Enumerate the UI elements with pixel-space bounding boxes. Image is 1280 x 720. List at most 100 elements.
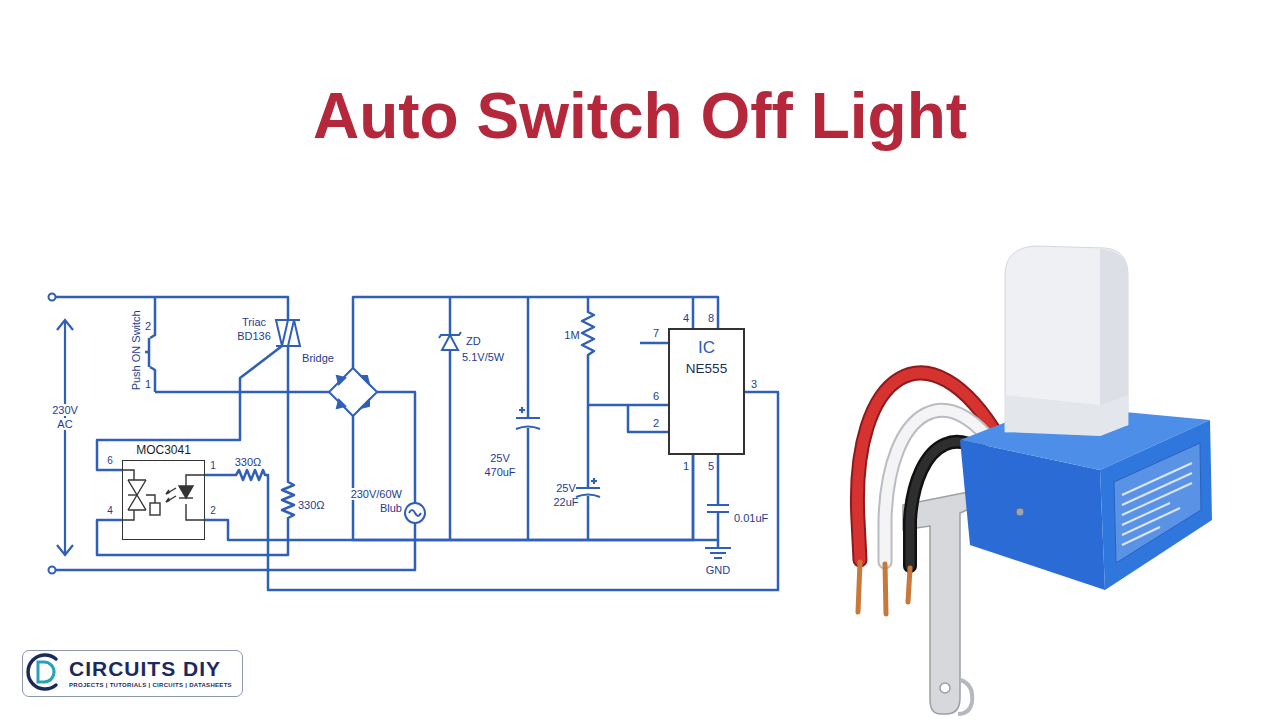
- page-title: Auto Switch Off Light: [0, 80, 1280, 154]
- pin-number: 2: [145, 320, 151, 333]
- zener-symbol: [442, 335, 458, 350]
- optocoupler-symbol: [166, 488, 176, 502]
- terminal-symbol: [49, 567, 56, 574]
- logo-icon: [28, 655, 56, 689]
- pin-number: 1: [210, 460, 216, 472]
- pin-number: 5: [708, 460, 714, 473]
- box-text: NE555: [686, 361, 727, 377]
- logo-icon: [28, 655, 56, 689]
- ground-label: GND: [706, 564, 730, 577]
- circuit-wire: [155, 391, 329, 394]
- capacitor-symbol: [519, 407, 525, 413]
- pin-number: 1: [683, 460, 689, 473]
- component-value: 330Ω: [235, 456, 262, 469]
- cable: [885, 564, 886, 614]
- product-sticker: [1114, 443, 1201, 563]
- bulb-symbol: [405, 503, 425, 523]
- sensor-dome: [1005, 395, 1128, 436]
- pin-number: 7: [653, 327, 659, 340]
- circuit-wire: [97, 346, 282, 470]
- bridge-rectifier-symbol: [329, 368, 377, 416]
- component-value: 330Ω: [298, 499, 325, 512]
- circuit-wire: [717, 455, 720, 540]
- zener-symbol: [439, 332, 461, 350]
- circuit-wire: [56, 297, 778, 590]
- bracket-hole: [940, 683, 950, 693]
- capacitor-symbol: [707, 505, 729, 512]
- component-value: 25V: [556, 482, 576, 495]
- bulb-symbol: [409, 510, 421, 516]
- optocoupler-symbol: [150, 503, 160, 515]
- triac-symbol: [288, 320, 300, 346]
- component-value: 1M: [564, 329, 579, 342]
- triac-symbol: [276, 320, 300, 346]
- bridge-rectifier-symbol: [329, 368, 377, 416]
- voltage-label: 230V: [51, 404, 79, 417]
- circuit-wire: [145, 338, 149, 367]
- box-heading: CIRCUITS DIY: [69, 657, 232, 680]
- voltage-arrow: [57, 320, 73, 555]
- pin-number: 2: [210, 505, 216, 517]
- box-heading: IC: [698, 338, 715, 358]
- circuit-wire: [56, 523, 415, 570]
- component-value: 5.1V/5W: [462, 351, 504, 364]
- ic-box: IC NE555: [668, 328, 745, 455]
- optocoupler-symbol: [128, 480, 146, 510]
- component-value: 0.01uF: [734, 512, 768, 525]
- housing-base: [1100, 420, 1212, 590]
- ground-wire: [205, 455, 693, 540]
- pin-number: 6: [107, 455, 113, 467]
- optocoupler-symbol: [128, 494, 137, 495]
- optocoupler-symbol: [128, 480, 146, 510]
- circuit-wire: [640, 342, 668, 345]
- box-text: PROJECTS | TUTORIALS | CIRCUITS | DATASH…: [69, 682, 232, 690]
- optocoupler-symbol: [179, 486, 193, 498]
- cable: [908, 568, 910, 602]
- circuit-wire: [377, 392, 415, 503]
- circuit-wire: [582, 297, 594, 540]
- component-value: 470uF: [484, 466, 515, 479]
- circuit-wire: [692, 297, 695, 328]
- switch-label: Push ON Switch: [130, 310, 143, 390]
- pin-number: 4: [107, 505, 113, 517]
- pin-number: 2: [653, 417, 659, 430]
- ground-symbol: [705, 548, 731, 558]
- bracket-hook: [958, 680, 972, 714]
- cable: [858, 562, 860, 612]
- terminal-symbol: [49, 294, 56, 301]
- capacitor-symbol: [516, 418, 540, 429]
- pin-number: 4: [683, 312, 689, 325]
- logo-icon: [38, 662, 54, 682]
- component-label: Triac: [242, 316, 266, 329]
- pin-number: 6: [653, 390, 659, 403]
- circuit-wire: [353, 416, 718, 548]
- component-value: 22uF: [553, 496, 578, 509]
- capacitor-symbol: [591, 478, 597, 484]
- optocoupler-symbol: [122, 470, 205, 520]
- voltage-label: AC: [56, 418, 73, 431]
- circuit-wire: [150, 297, 155, 338]
- circuit-wire: [353, 297, 718, 368]
- component-label: Blub: [379, 502, 403, 515]
- pin-number: 1: [145, 378, 151, 391]
- triac-symbol: [276, 320, 288, 346]
- logo-badge: CIRCUITS DIY PROJECTS | TUTORIALS | CIRCU…: [22, 650, 243, 697]
- capacitor-symbol: [576, 488, 600, 497]
- sticker-print: [1122, 463, 1192, 545]
- zener-symbol: [439, 332, 461, 338]
- circuit-wire: [97, 346, 294, 555]
- bulb-symbol: [405, 503, 425, 523]
- component-symbol: [49, 294, 732, 574]
- optocoupler-symbol: [146, 495, 155, 503]
- circuit-wire: [588, 405, 668, 432]
- part-number: BD136: [237, 330, 271, 343]
- photocell-switch-photo: [857, 246, 1212, 714]
- triac-symbol: [276, 320, 300, 346]
- optocoupler-symbol: [179, 497, 193, 498]
- box-heading: MOC3041: [136, 444, 191, 457]
- pin-number: 3: [751, 378, 757, 391]
- bridge-rectifier-symbol: [337, 376, 369, 408]
- component-value: 230V/60W: [350, 488, 403, 501]
- pin-number: 8: [708, 312, 714, 325]
- optocoupler-box: MOC3041: [122, 460, 205, 540]
